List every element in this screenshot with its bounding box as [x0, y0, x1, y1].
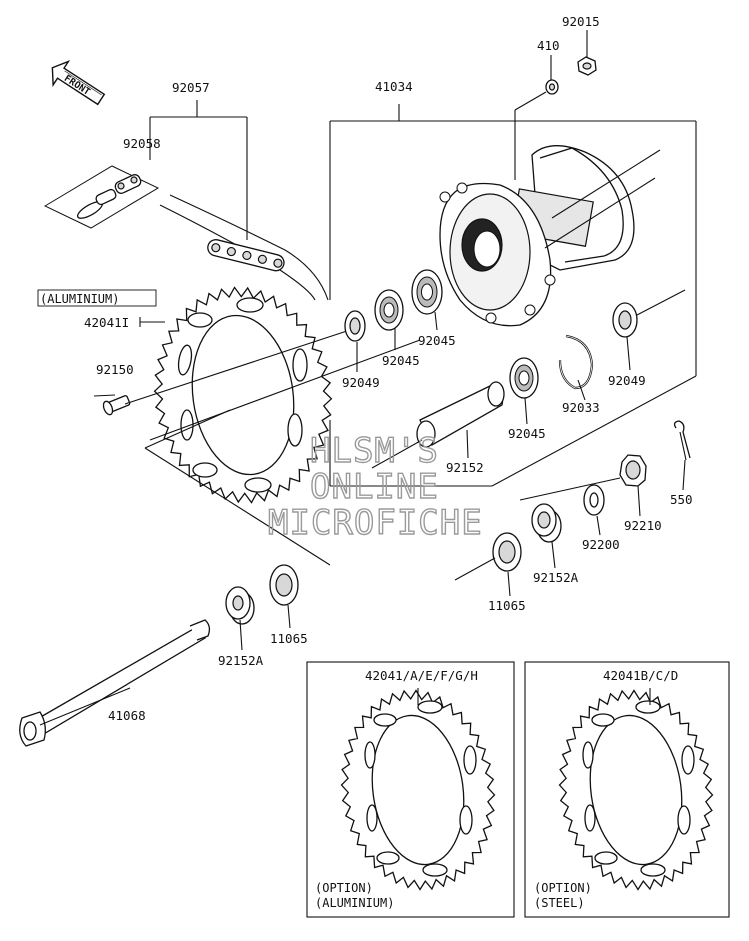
- label-92045-a: 92045: [382, 353, 420, 368]
- label-option-aluminium-line2: (ALUMINIUM): [315, 896, 394, 910]
- label-41068: 41068: [108, 708, 146, 723]
- option-aluminium-box: [306, 661, 515, 918]
- label-option-aluminium-line1: (OPTION): [315, 881, 373, 895]
- watermark-line-2: ONLINE: [310, 467, 439, 507]
- leader-lines: [239, 311, 686, 651]
- drive-chain: [207, 239, 285, 272]
- collar-92152A-left: [225, 586, 255, 625]
- option-steel-box: [524, 661, 730, 918]
- aluminium-note-bracket: [37, 289, 165, 327]
- label-550: 550: [670, 492, 693, 507]
- label-92210: 92210: [624, 518, 662, 533]
- label-option-aluminium-part: 42041/A/E/F/G/H: [365, 668, 478, 683]
- bearing-92045-b: [411, 269, 443, 315]
- seal-11065-right: [454, 532, 522, 581]
- label-92200: 92200: [582, 537, 620, 552]
- label-42041I: 42041I: [84, 315, 129, 330]
- washer-410: [514, 55, 559, 180]
- label-92049-right: 92049: [608, 373, 646, 388]
- label-92045-b: 92045: [418, 333, 456, 348]
- spacer-92152: [371, 381, 505, 469]
- chain-bracket: [149, 100, 248, 240]
- bolt-92150: [93, 329, 351, 416]
- hub-bracket: [329, 104, 697, 487]
- nut-92210: [519, 454, 647, 501]
- label-92033: 92033: [562, 400, 600, 415]
- axle-41068: [19, 619, 211, 747]
- label-92150: 92150: [96, 362, 134, 377]
- label-11065-left: 11065: [270, 631, 308, 646]
- label-option-steel-part: 42041B/C/D: [603, 668, 678, 683]
- label-aluminium-note: (ALUMINIUM): [40, 292, 119, 306]
- label-92015: 92015: [562, 14, 600, 29]
- seal-92049-left: [344, 310, 366, 342]
- bearing-92045-a: [374, 289, 404, 331]
- washer-92200: [583, 484, 605, 516]
- master-link-kit: [43, 165, 160, 229]
- collar-92152A-right: [531, 503, 562, 543]
- label-410: 410: [537, 38, 560, 53]
- option-steel-sprocket: [558, 688, 714, 891]
- label-41034: 41034: [375, 79, 413, 94]
- label-92152: 92152: [446, 460, 484, 475]
- option-aluminium-sprocket: [340, 688, 496, 891]
- part-labels: 92015 410 41034 92057 92058 (ALUMINIUM) …: [40, 14, 693, 910]
- nut-92015: [577, 30, 597, 76]
- label-option-steel-line1: (OPTION): [534, 881, 592, 895]
- bearing-92045-c: [509, 357, 539, 399]
- label-92057: 92057: [172, 80, 210, 95]
- cotter-pin-550: [673, 420, 691, 461]
- seal-92049-right: [612, 289, 686, 338]
- label-92152A-right: 92152A: [533, 570, 579, 585]
- label-92049-left: 92049: [342, 375, 380, 390]
- label-92152A-left: 92152A: [218, 653, 264, 668]
- circlip-92033: [558, 334, 594, 390]
- wheel-hub: [439, 145, 661, 327]
- watermark-line-1: HLSM'S: [310, 431, 439, 471]
- axle-line: [149, 339, 421, 441]
- label-option-steel-line2: (STEEL): [534, 896, 585, 910]
- label-92058: 92058: [123, 136, 161, 151]
- watermark: HLSM'S ONLINE MICROFICHE: [267, 430, 483, 543]
- front-arrow-icon: FRONT: [51, 59, 106, 106]
- label-92045-c: 92045: [508, 426, 546, 441]
- watermark-line-3: MICROFICHE: [268, 503, 483, 543]
- seal-11065-left: [269, 564, 299, 606]
- label-11065-right: 11065: [488, 598, 526, 613]
- main-sprocket: [153, 286, 333, 504]
- axle-left-bracket: [144, 409, 331, 566]
